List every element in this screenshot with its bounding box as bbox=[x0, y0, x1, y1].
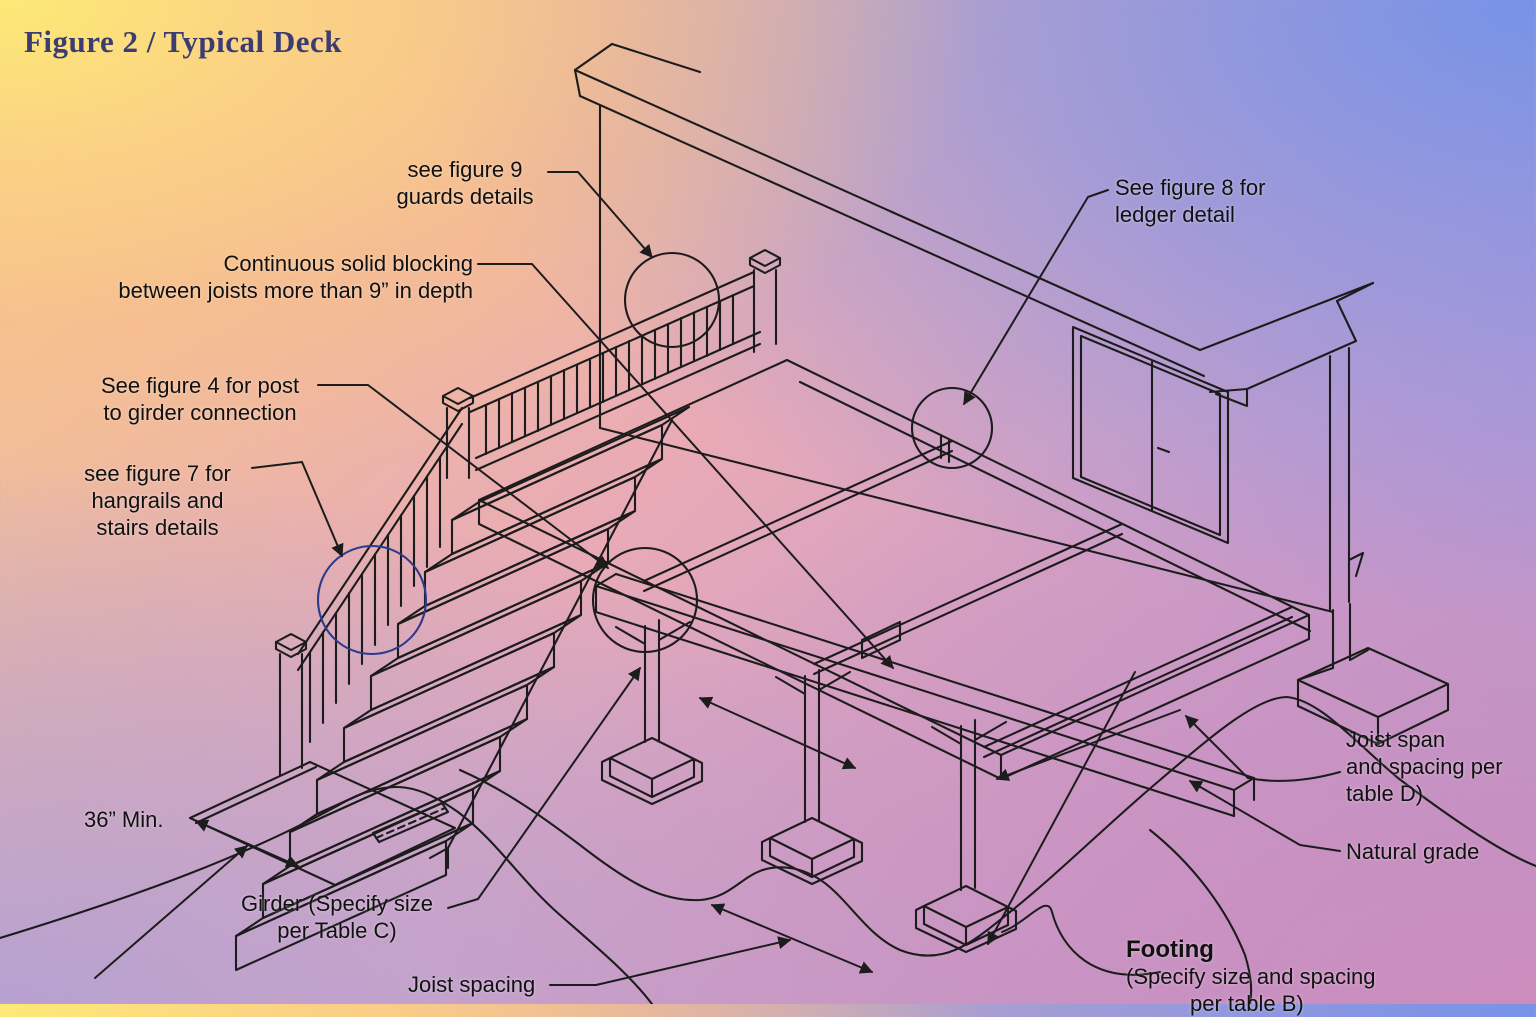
deck-guard-rail bbox=[441, 248, 782, 480]
annotation-blocking-line2: between joists more than 9” in depth bbox=[118, 278, 473, 303]
roof bbox=[573, 42, 1375, 408]
deck-frame bbox=[477, 358, 1312, 781]
annotation-post-to-girder: See figure 4 for post to girder connecti… bbox=[85, 372, 315, 426]
annotation-girder-line1: Girder (Specify size bbox=[241, 891, 433, 916]
annotation-guards-line2: guards details bbox=[396, 184, 534, 209]
annotation-girder-line2: per Table C) bbox=[277, 918, 397, 943]
annotation-guards-line1: see figure 9 bbox=[407, 157, 523, 182]
annotation-natural-grade: Natural grade bbox=[1346, 839, 1480, 864]
annotation-handrails-line2: hangrails and bbox=[91, 488, 224, 513]
stairs bbox=[234, 405, 691, 972]
annotation-blocking-line1: Continuous solid blocking bbox=[223, 251, 474, 276]
house-foundation bbox=[1296, 602, 1450, 746]
annotation-footing-heading: Footing bbox=[1126, 936, 1214, 963]
annotation-post-to-girder-line1: See figure 4 for post bbox=[100, 373, 300, 398]
deck-footings bbox=[600, 736, 1018, 954]
house-wall bbox=[598, 104, 1450, 746]
detail-circle-guards bbox=[623, 251, 721, 349]
annotation-handrails: see figure 7 for hangrails and stairs de… bbox=[60, 460, 255, 541]
annotation-post-to-girder-line2: to girder connection bbox=[103, 400, 297, 425]
annotation-ledger-line2: ledger detail bbox=[1115, 202, 1235, 227]
annotation-handrails-line1: see figure 7 for bbox=[84, 461, 231, 486]
annotation-joist-span-line3: table D) bbox=[1346, 781, 1424, 806]
stair-landing-pad bbox=[188, 760, 457, 887]
natural-grade-line bbox=[0, 695, 1536, 1004]
annotation-footing: Footing (Specify size and spacing per ta… bbox=[1126, 936, 1375, 1017]
annotation-joist-span-line1: Joist span bbox=[1346, 727, 1446, 752]
annotation-blocking: Continuous solid blocking between joists… bbox=[58, 250, 473, 304]
leader-lines bbox=[251, 171, 1341, 986]
deck-posts bbox=[614, 618, 1008, 892]
detail-circle-handrail bbox=[316, 544, 428, 656]
annotation-girder: Girder (Specify size per Table C) bbox=[228, 890, 446, 944]
annotation-handrails-line3: stairs details bbox=[96, 515, 219, 540]
annotation-ledger-line1: See figure 8 for bbox=[1115, 175, 1266, 200]
annotation-joist-span: Joist span and spacing per table D) bbox=[1346, 726, 1503, 807]
stair-handrail bbox=[274, 406, 464, 777]
annotation-joist-span-line2: and spacing per bbox=[1346, 754, 1503, 779]
sliding-door bbox=[1071, 325, 1230, 545]
girder-beam bbox=[594, 572, 1256, 818]
annotation-joist-spacing: Joist spacing bbox=[408, 972, 536, 997]
dimension-arrows bbox=[94, 671, 1181, 979]
annotation-guards: see figure 9 guards details bbox=[385, 156, 545, 210]
figure-title: Figure 2 / Typical Deck bbox=[24, 24, 343, 59]
detail-circle-ledger bbox=[910, 386, 994, 470]
annotation-ledger: See figure 8 for ledger detail bbox=[1115, 174, 1265, 228]
annotation-footing-line1: (Specify size and spacing bbox=[1126, 964, 1376, 989]
detail-circle-girder-post bbox=[591, 546, 699, 654]
annotation-stair-width: 36” Min. bbox=[84, 807, 164, 832]
